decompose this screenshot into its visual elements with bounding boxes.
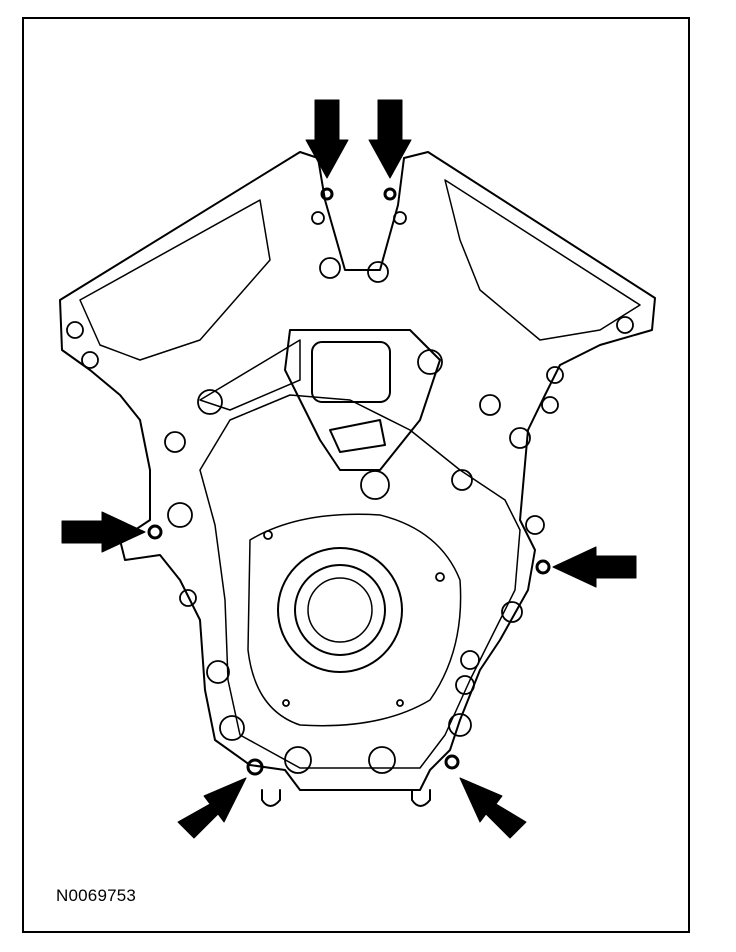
- boss: [451, 469, 473, 491]
- bolt-bosses: [66, 211, 634, 774]
- boss: [81, 351, 99, 369]
- bolt-top-right: [383, 187, 397, 201]
- boss: [219, 715, 245, 741]
- boss: [368, 746, 396, 774]
- boss: [179, 589, 197, 607]
- callout-arrows: [61, 99, 637, 839]
- bolt-left: [147, 524, 163, 540]
- boss: [360, 470, 390, 500]
- boss: [311, 211, 325, 225]
- arrow-top-left: [305, 99, 349, 179]
- boss: [460, 650, 480, 670]
- boss: [435, 572, 445, 582]
- boss: [541, 396, 559, 414]
- indicated-bolts: [147, 187, 551, 776]
- boss: [367, 261, 389, 283]
- mount-window: [311, 341, 391, 403]
- boss: [546, 366, 564, 384]
- boss: [263, 530, 273, 540]
- boss: [282, 699, 290, 707]
- lower-lug-right: [411, 789, 431, 807]
- bolt-top-left: [320, 187, 334, 201]
- boss: [616, 316, 634, 334]
- crank-seal-bore: [307, 577, 373, 643]
- figure-frame: [22, 17, 690, 933]
- boss: [393, 211, 407, 225]
- boss: [167, 502, 193, 528]
- boss: [396, 699, 404, 707]
- boss: [479, 394, 501, 416]
- bolt-bottom-right: [444, 754, 460, 770]
- gasket-line: [199, 394, 521, 769]
- boss: [509, 427, 531, 449]
- left-rib: [199, 339, 301, 411]
- figure-reference-number: N0069753: [56, 886, 137, 905]
- boss: [448, 713, 472, 737]
- boss: [164, 431, 186, 453]
- mount-slot: [329, 419, 386, 453]
- boss: [66, 321, 84, 339]
- lower-plate: [247, 513, 462, 727]
- left-head-outline: [79, 199, 271, 361]
- boss: [206, 660, 230, 684]
- arrow-left: [61, 511, 146, 553]
- boss: [197, 389, 223, 415]
- boss: [455, 675, 475, 695]
- boss: [525, 515, 545, 535]
- boss: [284, 746, 312, 774]
- boss: [417, 349, 443, 375]
- arrow-top-right: [368, 99, 412, 179]
- arrow-bottom-right: [459, 777, 527, 839]
- bolt-bottom-left: [246, 758, 264, 776]
- arrow-bottom-left: [177, 777, 247, 839]
- crank-seal-outer: [277, 547, 403, 673]
- boss: [319, 257, 341, 279]
- lower-lug-left: [261, 789, 281, 807]
- bolt-right: [535, 559, 551, 575]
- crank-seal-inner: [294, 564, 386, 656]
- arrow-right: [552, 546, 637, 588]
- boss: [501, 601, 523, 623]
- right-head-outline: [444, 179, 641, 341]
- center-mount: [284, 329, 441, 471]
